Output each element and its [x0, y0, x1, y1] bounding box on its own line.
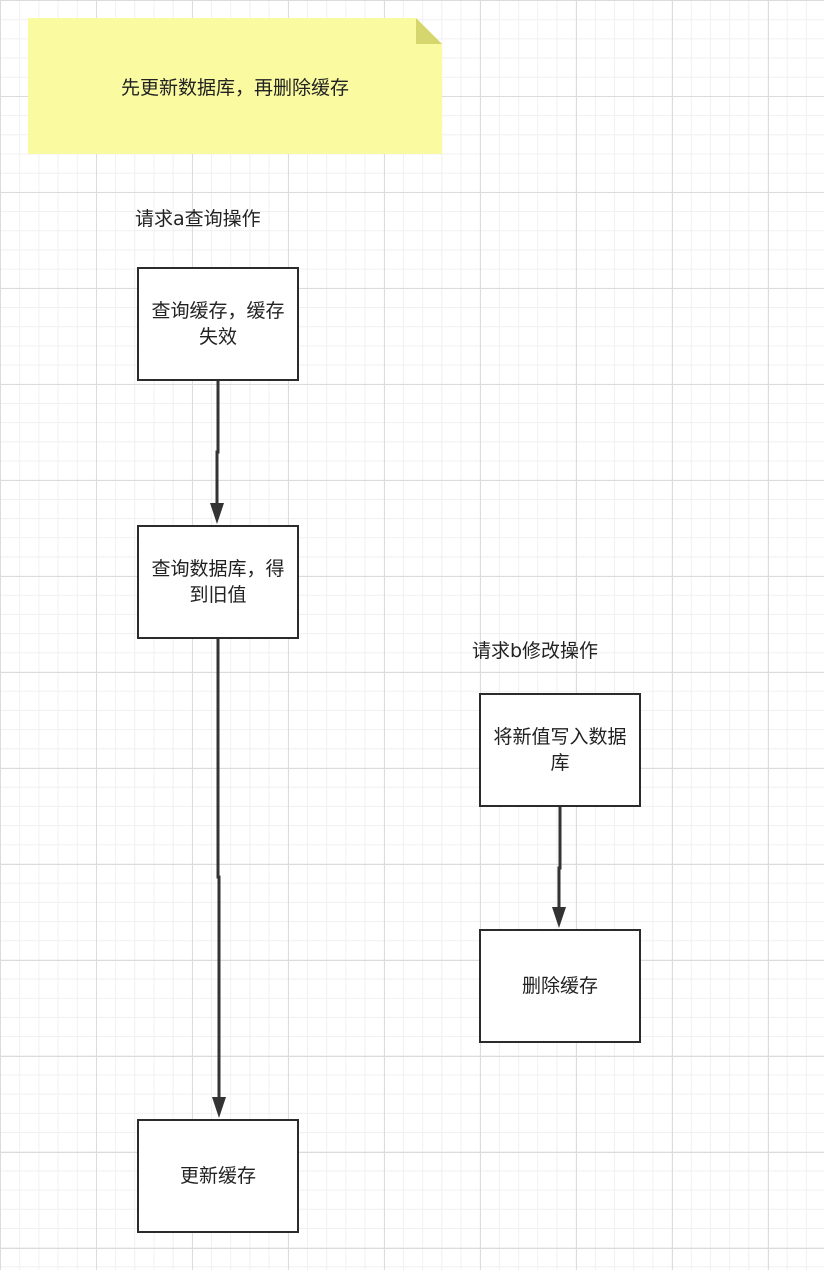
connector-b1-b2	[557, 807, 562, 909]
step-a3-text: 更新缓存	[179, 1165, 256, 1187]
step-b1-box: 将新值写入数据库	[479, 693, 641, 807]
sticky-note-fold	[416, 18, 442, 44]
arrowhead-b2	[552, 907, 566, 928]
request-a-label: 请求a查询操作	[135, 208, 261, 230]
connector-a1-a2	[215, 381, 220, 505]
step-a2-text: 查询数据库，得到旧值	[151, 558, 285, 606]
step-a2-box: 查询数据库，得到旧值	[137, 525, 299, 639]
arrowhead-a2	[210, 503, 224, 524]
connector-a2-a3	[216, 639, 221, 1099]
sticky-note-body	[28, 18, 442, 154]
sticky-note-shape	[28, 18, 442, 154]
step-a1-box: 查询缓存，缓存失效	[137, 267, 299, 381]
request-b-label: 请求b修改操作	[472, 640, 599, 662]
step-b1-text: 将新值写入数据库	[493, 726, 627, 774]
arrowhead-a3	[212, 1097, 226, 1118]
step-b2-box: 删除缓存	[479, 929, 641, 1043]
sticky-note: 先更新数据库，再删除缓存	[28, 18, 442, 154]
step-a3-box: 更新缓存	[137, 1119, 299, 1233]
sticky-note-text: 先更新数据库，再删除缓存	[120, 76, 349, 99]
step-a1-text: 查询缓存，缓存失效	[151, 300, 285, 348]
step-b2-text: 删除缓存	[521, 975, 598, 997]
